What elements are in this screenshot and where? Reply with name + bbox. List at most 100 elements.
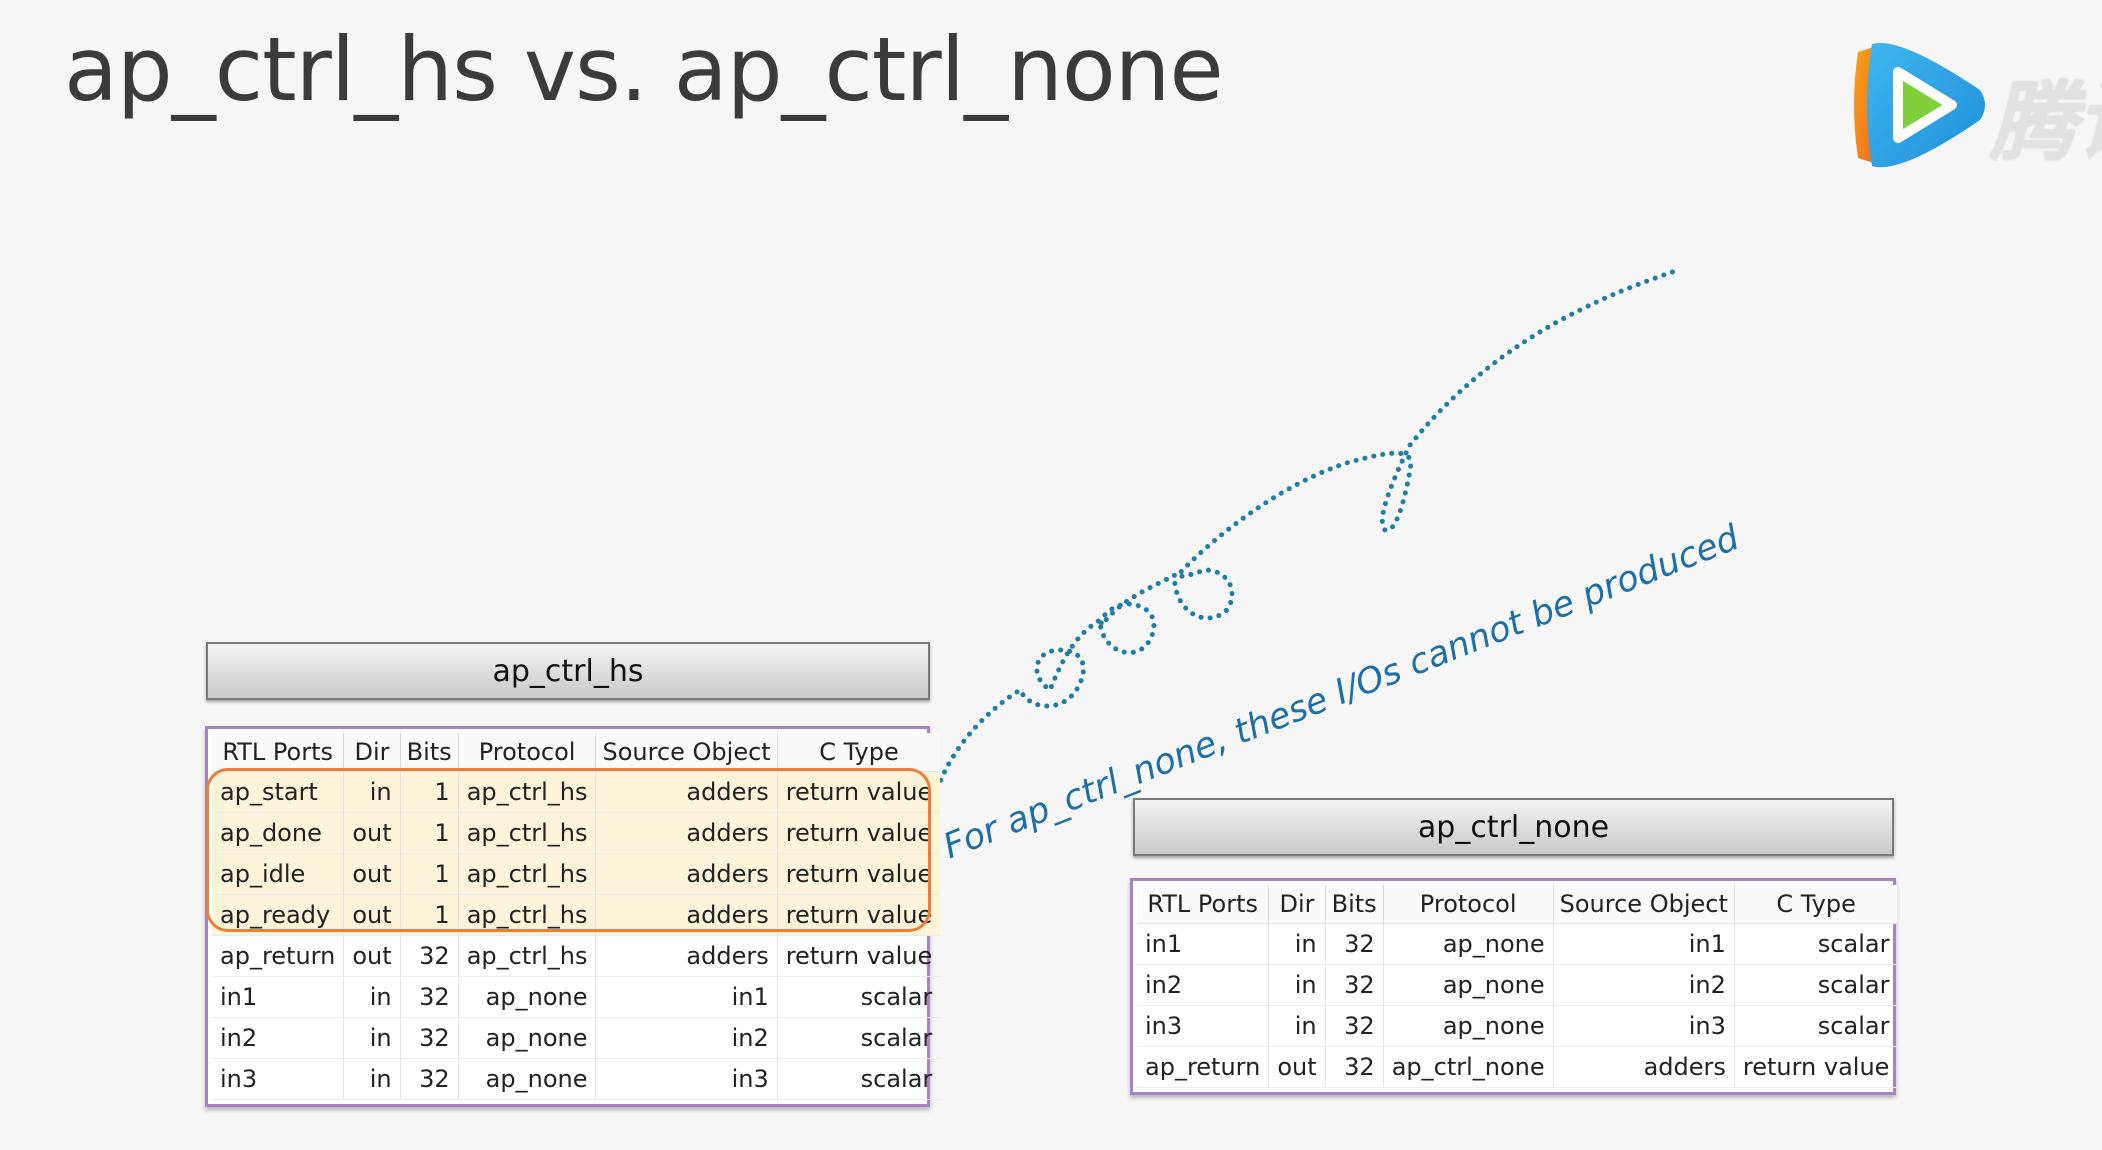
cell: adders bbox=[595, 771, 778, 813]
cell: out bbox=[343, 935, 401, 977]
logo-text: 腾讯 bbox=[1990, 73, 2102, 173]
cell: in2 bbox=[212, 1017, 345, 1059]
column-header: Protocol bbox=[1383, 885, 1554, 924]
cell: ap_none bbox=[458, 1017, 597, 1059]
cell: return value bbox=[777, 853, 941, 895]
table-row: in3 in 32 ap_none in3 scalar bbox=[1137, 1005, 1898, 1047]
cell: ap_ready bbox=[212, 894, 345, 936]
cell: adders bbox=[1553, 1046, 1735, 1088]
cell: scalar bbox=[1734, 923, 1898, 965]
table-row: ap_done out 1 ap_ctrl_hs adders return v… bbox=[212, 812, 941, 854]
cell: scalar bbox=[777, 1058, 941, 1100]
cell: return value bbox=[777, 935, 941, 977]
cell: in1 bbox=[1137, 923, 1270, 965]
video-logo: 腾讯 bbox=[1840, 30, 2102, 180]
cell: 32 bbox=[1325, 1005, 1384, 1047]
cell: adders bbox=[595, 894, 778, 936]
column-header: Dir bbox=[1268, 885, 1326, 924]
table-row: ap_ready out 1 ap_ctrl_hs adders return … bbox=[212, 894, 941, 936]
cell: 32 bbox=[1325, 1046, 1384, 1088]
cell: 32 bbox=[1325, 964, 1384, 1006]
cell: adders bbox=[595, 935, 778, 977]
cell: scalar bbox=[777, 976, 941, 1018]
column-header: Dir bbox=[343, 733, 401, 772]
cell: in3 bbox=[212, 1058, 345, 1100]
cell: in3 bbox=[1137, 1005, 1270, 1047]
cell: 32 bbox=[400, 1017, 459, 1059]
table-row: in3 in 32 ap_none in3 scalar bbox=[212, 1058, 941, 1100]
column-header: Bits bbox=[1325, 885, 1384, 924]
cell: 1 bbox=[400, 771, 459, 813]
cell: in3 bbox=[1553, 1005, 1735, 1047]
cell: out bbox=[1268, 1046, 1326, 1088]
ports-table-ap-ctrl-hs: RTL Ports Dir Bits Protocol Source Objec… bbox=[205, 726, 941, 1107]
cell: ap_ctrl_hs bbox=[458, 853, 597, 895]
cell: ap_ctrl_hs bbox=[458, 812, 597, 854]
cell: in bbox=[1268, 923, 1326, 965]
cell: ap_none bbox=[1383, 1005, 1554, 1047]
cell: ap_ctrl_hs bbox=[458, 935, 597, 977]
cell: adders bbox=[595, 812, 778, 854]
cell: in1 bbox=[212, 976, 345, 1018]
cell: in bbox=[343, 1017, 401, 1059]
cell: in2 bbox=[1137, 964, 1270, 1006]
column-header: RTL Ports bbox=[212, 733, 345, 772]
cell: return value bbox=[777, 771, 941, 813]
table-row: ap_idle out 1 ap_ctrl_hs adders return v… bbox=[212, 853, 941, 895]
cell: ap_none bbox=[458, 1058, 597, 1100]
table-row: in1 in 32 ap_none in1 scalar bbox=[212, 976, 941, 1018]
table-row: in1 in 32 ap_none in1 scalar bbox=[1137, 923, 1898, 965]
cell: scalar bbox=[777, 1017, 941, 1059]
table-title-ap-ctrl-none: ap_ctrl_none bbox=[1133, 798, 1894, 856]
cell: ap_return bbox=[212, 935, 345, 977]
cell: 1 bbox=[400, 812, 459, 854]
cell: ap_return bbox=[1137, 1046, 1270, 1088]
cell: in bbox=[1268, 1005, 1326, 1047]
table-row: ap_return out 32 ap_ctrl_hs adders retur… bbox=[212, 935, 941, 977]
column-header: Protocol bbox=[458, 733, 597, 772]
column-header: C Type bbox=[1734, 885, 1898, 924]
cell: ap_idle bbox=[212, 853, 345, 895]
cell: in3 bbox=[595, 1058, 778, 1100]
column-header: RTL Ports bbox=[1137, 885, 1270, 924]
cell: in1 bbox=[595, 976, 778, 1018]
cell: in bbox=[343, 1058, 401, 1100]
column-header: Source Object bbox=[595, 733, 778, 772]
cell: ap_ctrl_none bbox=[1383, 1046, 1554, 1088]
cell: in1 bbox=[1553, 923, 1735, 965]
cell: ap_ctrl_hs bbox=[458, 894, 597, 936]
cell: out bbox=[343, 894, 401, 936]
cell: out bbox=[343, 812, 401, 854]
table-row: ap_start in 1 ap_ctrl_hs adders return v… bbox=[212, 771, 941, 813]
cell: 1 bbox=[400, 853, 459, 895]
cell: 32 bbox=[400, 976, 459, 1018]
cell: ap_none bbox=[458, 976, 597, 1018]
cell: in bbox=[1268, 964, 1326, 1006]
cell: ap_none bbox=[1383, 964, 1554, 1006]
column-header: Bits bbox=[400, 733, 459, 772]
cell: in bbox=[343, 976, 401, 1018]
play-logo-icon bbox=[1854, 42, 1985, 168]
cell: return value bbox=[777, 894, 941, 936]
column-header: C Type bbox=[777, 733, 941, 772]
cell: in2 bbox=[595, 1017, 778, 1059]
table-title-label: ap_ctrl_hs bbox=[492, 653, 644, 689]
slide-title: ap_ctrl_hs vs. ap_ctrl_none bbox=[64, 18, 1224, 121]
cell: 32 bbox=[1325, 923, 1384, 965]
table-row: in2 in 32 ap_none in2 scalar bbox=[212, 1017, 941, 1059]
cell: ap_done bbox=[212, 812, 345, 854]
cell: adders bbox=[595, 853, 778, 895]
cell: ap_start bbox=[212, 771, 345, 813]
table-row: ap_return out 32 ap_ctrl_none adders ret… bbox=[1137, 1046, 1898, 1088]
cell: out bbox=[343, 853, 401, 895]
table-title-ap-ctrl-hs: ap_ctrl_hs bbox=[206, 642, 930, 700]
cell: return value bbox=[777, 812, 941, 854]
cell: in bbox=[343, 771, 401, 813]
cell: scalar bbox=[1734, 964, 1898, 1006]
cell: in2 bbox=[1553, 964, 1735, 1006]
column-header: Source Object bbox=[1553, 885, 1735, 924]
ports-table-ap-ctrl-none: RTL Ports Dir Bits Protocol Source Objec… bbox=[1130, 878, 1898, 1095]
cell: ap_none bbox=[1383, 923, 1554, 965]
cell: 32 bbox=[400, 1058, 459, 1100]
